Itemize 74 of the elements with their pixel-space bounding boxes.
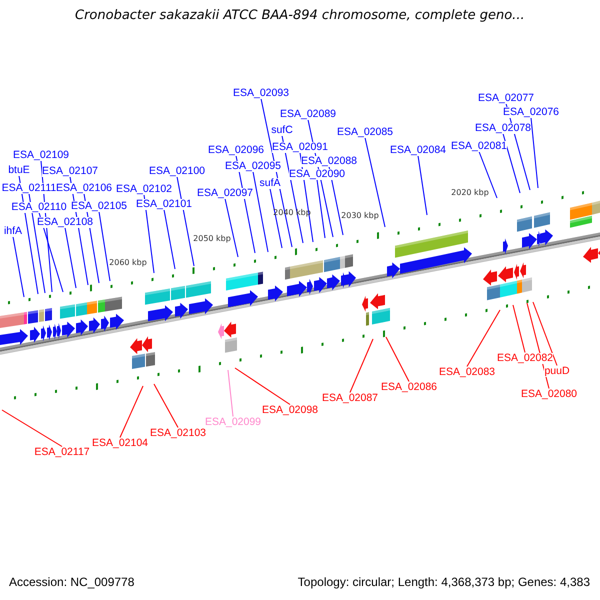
- gene-label: ESA_02076: [502, 106, 560, 118]
- leader-line: [316, 179, 326, 238]
- leader-line: [252, 171, 268, 252]
- scale-label: 2060 kbp: [109, 258, 147, 266]
- footer-text: Accession: NC_009778: [9, 575, 134, 589]
- leader-line: [418, 155, 428, 216]
- gene-label: ESA_02088: [300, 156, 358, 166]
- gene-label: ESA_02089: [280, 108, 336, 120]
- gene-label: ESA_02109: [12, 150, 70, 160]
- gene-label: ESA_02106: [56, 182, 112, 194]
- leader-line: [532, 302, 558, 366]
- leader-line: [224, 198, 238, 258]
- leader-line: [364, 137, 386, 228]
- gene-label: ESA_02087: [322, 392, 378, 404]
- gene-label: ESA_02103: [150, 428, 206, 438]
- leader-line: [176, 176, 194, 266]
- gene-label: sufC: [271, 124, 293, 136]
- leader-line: [478, 151, 498, 198]
- gene-label: ESA_02086: [380, 382, 438, 392]
- leader-line: [144, 194, 154, 274]
- leader-line: [154, 384, 178, 428]
- gene-label: ESA_02104: [92, 438, 148, 448]
- leader-line: [228, 370, 234, 417]
- gene-label: ESA_02097: [196, 188, 254, 198]
- gene-label: ESA_02077: [478, 92, 534, 104]
- gene-label: ESA_02110: [11, 202, 67, 212]
- leader-line: [260, 98, 292, 248]
- leader-line: [12, 236, 24, 298]
- gene-label: ESA_02117: [34, 446, 90, 458]
- leader-line: [234, 368, 290, 405]
- scale-label: 2030 kbp: [341, 210, 379, 220]
- leader-line: [466, 310, 500, 367]
- scale-label: 2020 kbp: [451, 188, 489, 196]
- gene-label: ESA_02102: [116, 184, 172, 194]
- gene-label: ESA_02083: [438, 366, 496, 378]
- gene-label: ESA_02085: [336, 126, 394, 138]
- leader-line: [38, 212, 64, 292]
- gene-label: ESA_02108: [36, 216, 94, 228]
- gene-label: ESA_02081: [450, 140, 508, 152]
- leader-line: [28, 193, 46, 294]
- gene-label: ESA_02091: [272, 142, 328, 152]
- scale-label: 2050 kbp: [193, 234, 231, 242]
- footer-text: Topology: circular; Length: 4,368,373 bp; Genes: 4,383: [298, 575, 590, 589]
- gene-label: ihfA: [4, 226, 22, 236]
- leader-line: [502, 133, 520, 194]
- gene-label: sufA: [259, 178, 280, 188]
- leader-line: [98, 211, 110, 282]
- gene-label: ESA_02099: [204, 416, 262, 428]
- leader-line: [350, 338, 374, 393]
- gene-label: ESA_02084: [390, 144, 446, 156]
- gene-label: ESA_02111: [2, 182, 56, 194]
- gene-label: btuE: [8, 164, 30, 176]
- gene-label: ESA_02098: [262, 404, 318, 416]
- gene-label: ESA_02105: [70, 200, 128, 212]
- map-title: Cronobacter sakazakii ATCC BAA-894 chromosome, complete geno...: [75, 8, 525, 23]
- gene-label: ESA_02107: [42, 166, 98, 176]
- gene-label: puuD: [544, 366, 570, 376]
- gene-label: ESA_02095: [224, 160, 282, 172]
- gene-label: ESA_02078: [474, 122, 532, 134]
- leader-line: [512, 304, 526, 353]
- leader-line: [270, 188, 282, 248]
- leader-line: [530, 117, 538, 188]
- leader-line: [64, 227, 76, 288]
- gene-label: ESA_02082: [496, 352, 554, 364]
- leader-line: [120, 386, 144, 438]
- gene-label: ESA_02096: [208, 144, 264, 156]
- gene-label: ESA_02090: [288, 168, 346, 180]
- leader-line: [2, 410, 62, 447]
- gene-label: ESA_02101: [136, 198, 192, 210]
- gene-label: ESA_02100: [148, 166, 206, 176]
- leader-line: [386, 336, 410, 382]
- gene-label: ESA_02093: [232, 88, 290, 98]
- leader-line: [164, 209, 176, 270]
- gene-label: ESA_02080: [520, 388, 578, 400]
